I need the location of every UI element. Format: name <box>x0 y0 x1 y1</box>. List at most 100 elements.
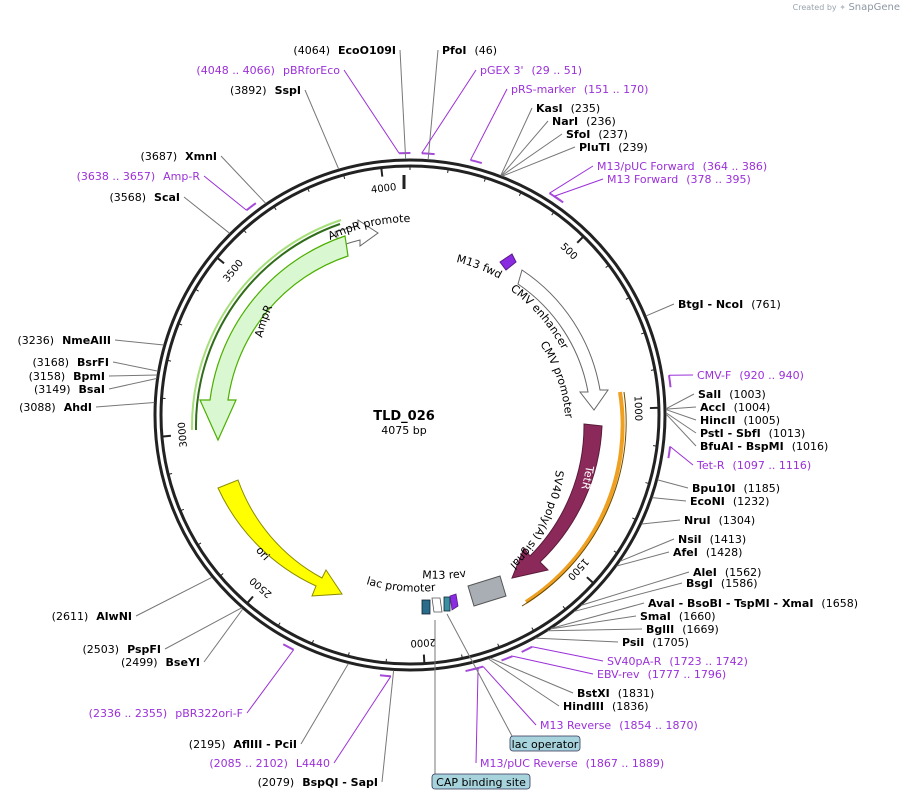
svg-text:SalI(1003): SalI(1003) <box>698 388 766 401</box>
label-name: AfeI <box>673 546 698 559</box>
label-pos: (2079) <box>258 776 295 789</box>
svg-text:BtgI - NcoI(761): BtgI - NcoI(761) <box>678 298 781 311</box>
label-name: PluTI <box>579 141 610 154</box>
leader-line <box>475 667 479 764</box>
site-label-bsrfi: (3168)BsrFI <box>32 356 109 369</box>
leader-line <box>164 607 242 650</box>
svg-text:(4064)EcoO109I: (4064)EcoO109I <box>293 44 396 57</box>
scale-tick <box>178 323 183 326</box>
feature-label-m13-rev: M13 rev <box>422 567 468 582</box>
primer-site <box>245 202 257 212</box>
leader-line <box>657 479 689 489</box>
site-label-sfoi: SfoI (237) <box>566 128 628 141</box>
scale-tick <box>168 472 173 475</box>
site-label-hindiii: HindIII(1836) <box>563 700 649 713</box>
svg-text:(2079)BspQI - SapI: (2079)BspQI - SapI <box>258 776 378 789</box>
scale-tick <box>531 627 535 632</box>
leader-line <box>135 576 213 617</box>
leader-line <box>669 446 694 466</box>
primer-label-m13-forward: M13 Forward(378 .. 395) <box>607 173 751 186</box>
label-pos: (3638 .. 3657) <box>77 170 156 183</box>
leader-line <box>300 663 349 745</box>
leader-line <box>112 361 158 372</box>
primer-site <box>282 643 295 651</box>
tetr-arrow <box>511 423 603 579</box>
label-name: SfoI <box>566 128 590 141</box>
label-pos: (235) <box>571 102 601 115</box>
leader-line <box>502 146 576 177</box>
tetr-glow-dark <box>521 391 627 607</box>
label-pos: (378 .. 395) <box>686 173 751 186</box>
leader-line <box>108 374 158 377</box>
svg-text:NarI(236): NarI(236) <box>552 115 616 128</box>
label-pos: (1723 .. 1742) <box>669 655 748 668</box>
scale-tick <box>632 517 637 521</box>
svg-text:EcoNI(1232): EcoNI(1232) <box>690 495 769 508</box>
label-name: PsiI <box>622 636 644 649</box>
label-pos: (1854 .. 1870) <box>619 719 698 732</box>
leader-line <box>535 637 619 643</box>
label-pos: (1185) <box>744 482 781 495</box>
site-label-hincii: HincII (1005) <box>700 414 780 427</box>
primer-label-ebv-rev: EBV-rev(1777 .. 1796) <box>597 668 726 681</box>
scale-tick <box>273 206 277 211</box>
site-label-bseyi: (2499)BseYI <box>121 656 200 669</box>
label-pos: (2085 .. 2102) <box>209 757 288 770</box>
label-name: NmeAIII <box>62 334 111 347</box>
label-name: HincII <box>700 414 736 427</box>
leader-line <box>203 608 244 663</box>
svg-text:(3168)BsrFI: (3168)BsrFI <box>32 356 109 369</box>
scale-ticks <box>161 166 659 664</box>
primer-site <box>553 195 564 204</box>
svg-text:SV40pA-R(1723 .. 1742): SV40pA-R(1723 .. 1742) <box>607 655 748 668</box>
site-label-ahdi: (3088)AhdI <box>19 401 92 414</box>
scale-tick <box>518 191 522 196</box>
svg-text:AccI(1004): AccI(1004) <box>700 401 770 414</box>
leader-line <box>500 120 549 177</box>
label-name: XmnI <box>185 150 217 163</box>
label-pos: (1428) <box>706 546 743 559</box>
label-name: AleI <box>693 566 717 579</box>
label-pos: (239) <box>618 141 648 154</box>
label-pos: (237) <box>598 128 628 141</box>
label-name: BstXI <box>577 687 610 700</box>
site-label-acci: AccI(1004) <box>700 401 770 414</box>
svg-text:(2611)AlwNI: (2611)AlwNI <box>52 610 132 623</box>
scale-tick <box>422 654 426 664</box>
site-label-nmeaiii: (3236)NmeAIII <box>18 334 112 347</box>
scale-tick <box>311 640 314 645</box>
svg-text:AfeI(1428): AfeI (1428) <box>673 546 742 559</box>
label-name: BtgI - NcoI <box>678 298 743 311</box>
label-name: M13 Reverse <box>540 719 611 732</box>
site-label-alwni: (2611)AlwNI <box>52 610 132 623</box>
leader-line <box>489 657 574 694</box>
label-name: Tet-R <box>696 459 725 472</box>
label-name: SalI <box>698 388 721 401</box>
label-pos: (2195) <box>189 738 226 751</box>
label-pos: (3687) <box>141 150 178 163</box>
site-label-smai: SmaI(1660) <box>640 610 715 623</box>
snapgene-logo-icon: ✦ <box>839 3 846 12</box>
site-label-bglii: BglII(1669) <box>646 623 719 636</box>
site-label-nsii: NsiI (1413) <box>678 533 746 546</box>
svg-text:M13 Reverse(1854 .. 1870): M13 Reverse (1854 .. 1870) <box>540 719 698 732</box>
label-pos: (1413) <box>710 533 747 546</box>
site-label-bsai: (3149)BsaI <box>34 383 105 396</box>
leader-line <box>547 628 643 632</box>
svg-text:KasI(235): KasI(235) <box>536 102 600 115</box>
site-label-bpu10i: Bpu10I(1185) <box>692 482 780 495</box>
label-pos: (1005) <box>744 414 781 427</box>
label-pos: (1016) <box>792 440 829 453</box>
label-name: NsiI <box>678 533 702 546</box>
leader-line <box>665 409 697 421</box>
label-name: EcoNI <box>690 495 725 508</box>
primer-site <box>501 655 513 662</box>
leader-line <box>645 303 675 317</box>
scale-tick <box>243 229 247 234</box>
label-name: PstI - SbfI <box>700 427 761 440</box>
svg-text:BsgI(1586): BsgI(1586) <box>686 577 757 590</box>
label-pos: (1013) <box>769 427 806 440</box>
site-label-afliii-pcii: (2195)AflIII - PciI <box>189 738 297 751</box>
label-name: BglII <box>646 623 674 636</box>
